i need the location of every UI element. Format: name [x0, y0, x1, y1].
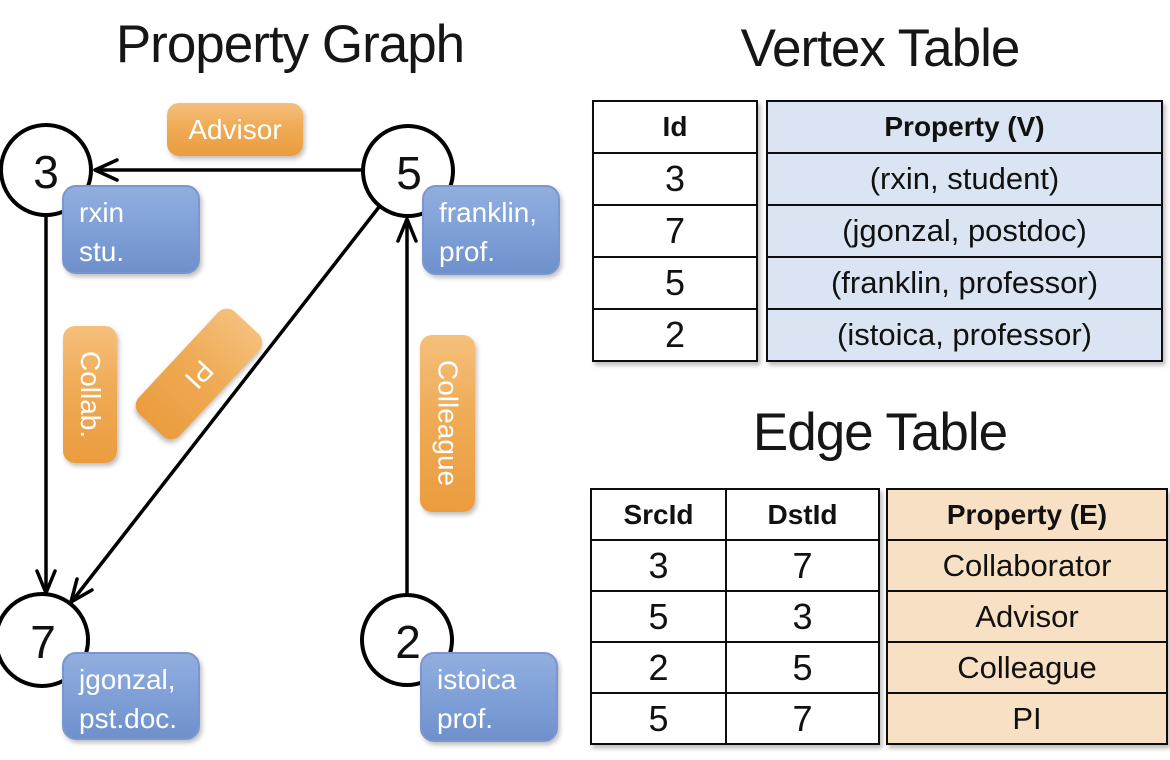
vertex-label-franklin: franklin, prof.: [422, 185, 560, 275]
edge-property-table: Property (E) Collaborator Advisor Collea…: [886, 488, 1168, 745]
edge-label-advisor: Advisor: [167, 103, 303, 156]
vertex-table-row: 3: [592, 152, 758, 206]
edge-ids-body: 3 7 5 3 2 5 5 7: [590, 539, 880, 745]
vertex-property-header-row: Property (V): [766, 100, 1163, 154]
edge-property-cell: Collaborator: [886, 539, 1168, 592]
vertex-id-cell: 5: [592, 256, 758, 310]
edge-property-body: Collaborator Advisor Colleague PI: [886, 539, 1168, 745]
edge-srcid-header: SrcId: [590, 488, 727, 541]
edge-property-header: Property (E): [886, 488, 1168, 541]
edge-srcid-cell: 5: [590, 590, 727, 643]
edge-srcid-cell: 3: [590, 539, 727, 592]
vertex-table-row: 5: [592, 256, 758, 310]
edge-dstid-cell: 5: [725, 641, 880, 694]
vertex-label-line1: rxin: [79, 197, 125, 228]
vertex-property-table: Property (V) (rxin, student) (jgonzal, p…: [766, 100, 1163, 362]
property-graph-title: Property Graph: [115, 15, 465, 74]
vertex-label-line2: prof.: [437, 702, 494, 734]
edge-srcid-cell: 5: [590, 692, 727, 745]
edge-5-to-7: [71, 205, 381, 602]
vertex-property-body: (rxin, student) (jgonzal, postdoc) (fran…: [766, 152, 1163, 362]
vertex-property-cell: (jgonzal, postdoc): [766, 204, 1163, 258]
vertex-label-line1: jgonzal,: [79, 664, 176, 695]
edge-property-cell: Advisor: [886, 590, 1168, 643]
vertex-label-line1: istoica: [437, 664, 517, 695]
vertex-property-cell: (franklin, professor): [766, 256, 1163, 310]
vertex-id-cell: 2: [592, 308, 758, 362]
node-id-7: 7: [30, 616, 56, 668]
edge-table-row: Advisor: [886, 590, 1168, 643]
node-id-2: 2: [395, 616, 421, 668]
graph-canvas: [0, 123, 455, 688]
vertex-label-rxin: rxin stu.: [62, 185, 200, 274]
vertex-id-header: Id: [592, 100, 758, 154]
vertex-label-jgonzal: jgonzal, pst.doc.: [62, 652, 200, 740]
node-id-5: 5: [396, 147, 422, 199]
arrowhead-left-icon: [93, 158, 119, 182]
arrowhead-diagonal-icon: [69, 577, 94, 604]
edge-label-colleague-text: Colleague: [432, 360, 464, 487]
edge-ids-header-row: SrcId DstId: [590, 488, 880, 541]
vertex-table-row: (jgonzal, postdoc): [766, 204, 1163, 258]
vertex-table-row: (franklin, professor): [766, 256, 1163, 310]
edge-table-row: Colleague: [886, 641, 1168, 694]
vertex-id-table: Id 3 7 5 2: [592, 100, 758, 362]
vertex-table-row: (istoica, professor): [766, 308, 1163, 362]
edge-property-cell: Colleague: [886, 641, 1168, 694]
edge-property-cell: PI: [886, 692, 1168, 745]
vertex-id-cell: 3: [592, 152, 758, 206]
vertex-table-title: Vertex Table: [740, 19, 1021, 78]
edge-table-row: 5 3: [590, 590, 880, 643]
edge-label-pi-text: PI: [179, 354, 220, 395]
arrowhead-down-icon: [35, 569, 57, 595]
edge-dstid-cell: 7: [725, 539, 880, 592]
arrowhead-up-icon: [396, 217, 418, 243]
edge-label-collab-text: Collab.: [75, 350, 106, 439]
vertex-table-row: (rxin, student): [766, 152, 1163, 206]
edge-srcid-cell: 2: [590, 641, 727, 694]
edge-table-row: 2 5: [590, 641, 880, 694]
vertex-table-row: 7: [592, 204, 758, 258]
vertex-id-header-row: Id: [592, 100, 758, 154]
edge-dstid-cell: 7: [725, 692, 880, 745]
edge-dstid-header: DstId: [725, 488, 880, 541]
edge-label-collab: Collab.: [63, 326, 117, 463]
vertex-label-line2: stu.: [79, 235, 125, 267]
vertex-table-row: 2: [592, 308, 758, 362]
vertex-property-cell: (istoica, professor): [766, 308, 1163, 362]
vertex-id-cell: 7: [592, 204, 758, 258]
vertex-label-line1: franklin,: [439, 197, 538, 228]
edge-property-header-row: Property (E): [886, 488, 1168, 541]
node-id-3: 3: [33, 146, 59, 198]
vertex-property-header: Property (V): [766, 100, 1163, 154]
vertex-property-cell: (rxin, student): [766, 152, 1163, 206]
edge-dstid-cell: 3: [725, 590, 880, 643]
edge-label-colleague: Colleague: [420, 335, 475, 512]
vertex-label-line2: pst.doc.: [79, 702, 178, 734]
vertex-id-body: 3 7 5 2: [592, 152, 758, 362]
edge-table-title: Edge Table: [752, 403, 1008, 462]
edge-table-row: 3 7: [590, 539, 880, 592]
edge-table-row: PI: [886, 692, 1168, 745]
edge-table-row: 5 7: [590, 692, 880, 745]
vertex-label-line2: prof.: [439, 235, 496, 267]
edge-table-row: Collaborator: [886, 539, 1168, 592]
edge-label-advisor-text: Advisor: [188, 113, 282, 145]
edge-ids-table: SrcId DstId 3 7 5 3 2 5: [590, 488, 880, 745]
vertex-label-istoica: istoica prof.: [420, 652, 558, 742]
